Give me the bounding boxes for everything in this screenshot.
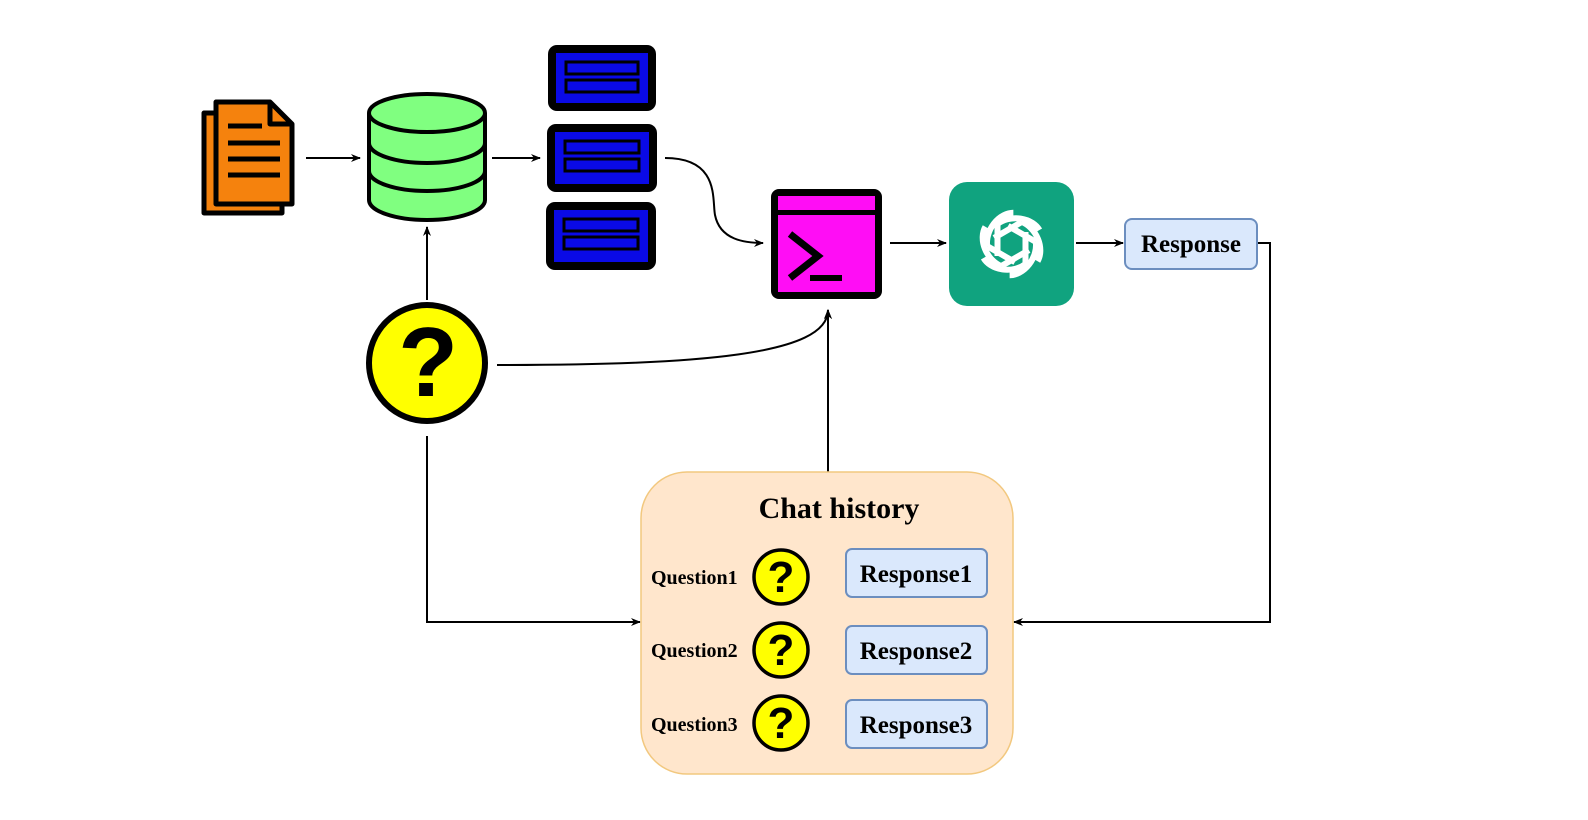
database-icon bbox=[367, 92, 487, 222]
response-label: Response bbox=[1141, 231, 1241, 258]
arrow-question-to-prompt bbox=[496, 309, 832, 366]
documents-icon bbox=[201, 99, 295, 216]
connectors bbox=[306, 154, 1271, 626]
svg-text:?: ? bbox=[768, 626, 795, 675]
openai-logo-icon bbox=[949, 182, 1074, 306]
question-label: Question3 bbox=[651, 714, 738, 736]
chat-history-panel: Chat history Question1 ? Response1 Quest… bbox=[640, 471, 1014, 775]
chat-history-title: Chat history bbox=[759, 492, 920, 525]
response-item-label: Response3 bbox=[860, 712, 973, 739]
terminal-icon bbox=[771, 189, 882, 299]
question-mark-icon: ? bbox=[752, 694, 810, 752]
history-row: Question2 ? Response2 bbox=[651, 621, 988, 679]
arrow-chunk-to-prompt bbox=[664, 157, 764, 247]
svg-text:?: ? bbox=[768, 553, 795, 602]
question-mark-icon: ? bbox=[752, 548, 810, 606]
question-label: Question2 bbox=[651, 640, 738, 662]
svg-text:?: ? bbox=[768, 699, 795, 748]
question-label: Question1 bbox=[651, 567, 738, 589]
question-mark-icon: ? bbox=[366, 302, 488, 424]
svg-text:?: ? bbox=[398, 307, 458, 417]
arrow-response-to-history bbox=[1013, 242, 1271, 626]
history-row: Question3 ? Response3 bbox=[651, 694, 988, 752]
chunk-icon bbox=[546, 202, 656, 270]
chunk-icon bbox=[548, 45, 656, 111]
chunk-icon bbox=[547, 124, 657, 192]
question-mark-icon: ? bbox=[752, 621, 810, 679]
response-item-label: Response2 bbox=[860, 638, 973, 665]
response-box: Response bbox=[1124, 218, 1258, 270]
history-row: Question1 ? Response1 bbox=[651, 548, 988, 606]
response-item-label: Response1 bbox=[860, 561, 973, 588]
arrow-question-to-history bbox=[426, 436, 641, 626]
